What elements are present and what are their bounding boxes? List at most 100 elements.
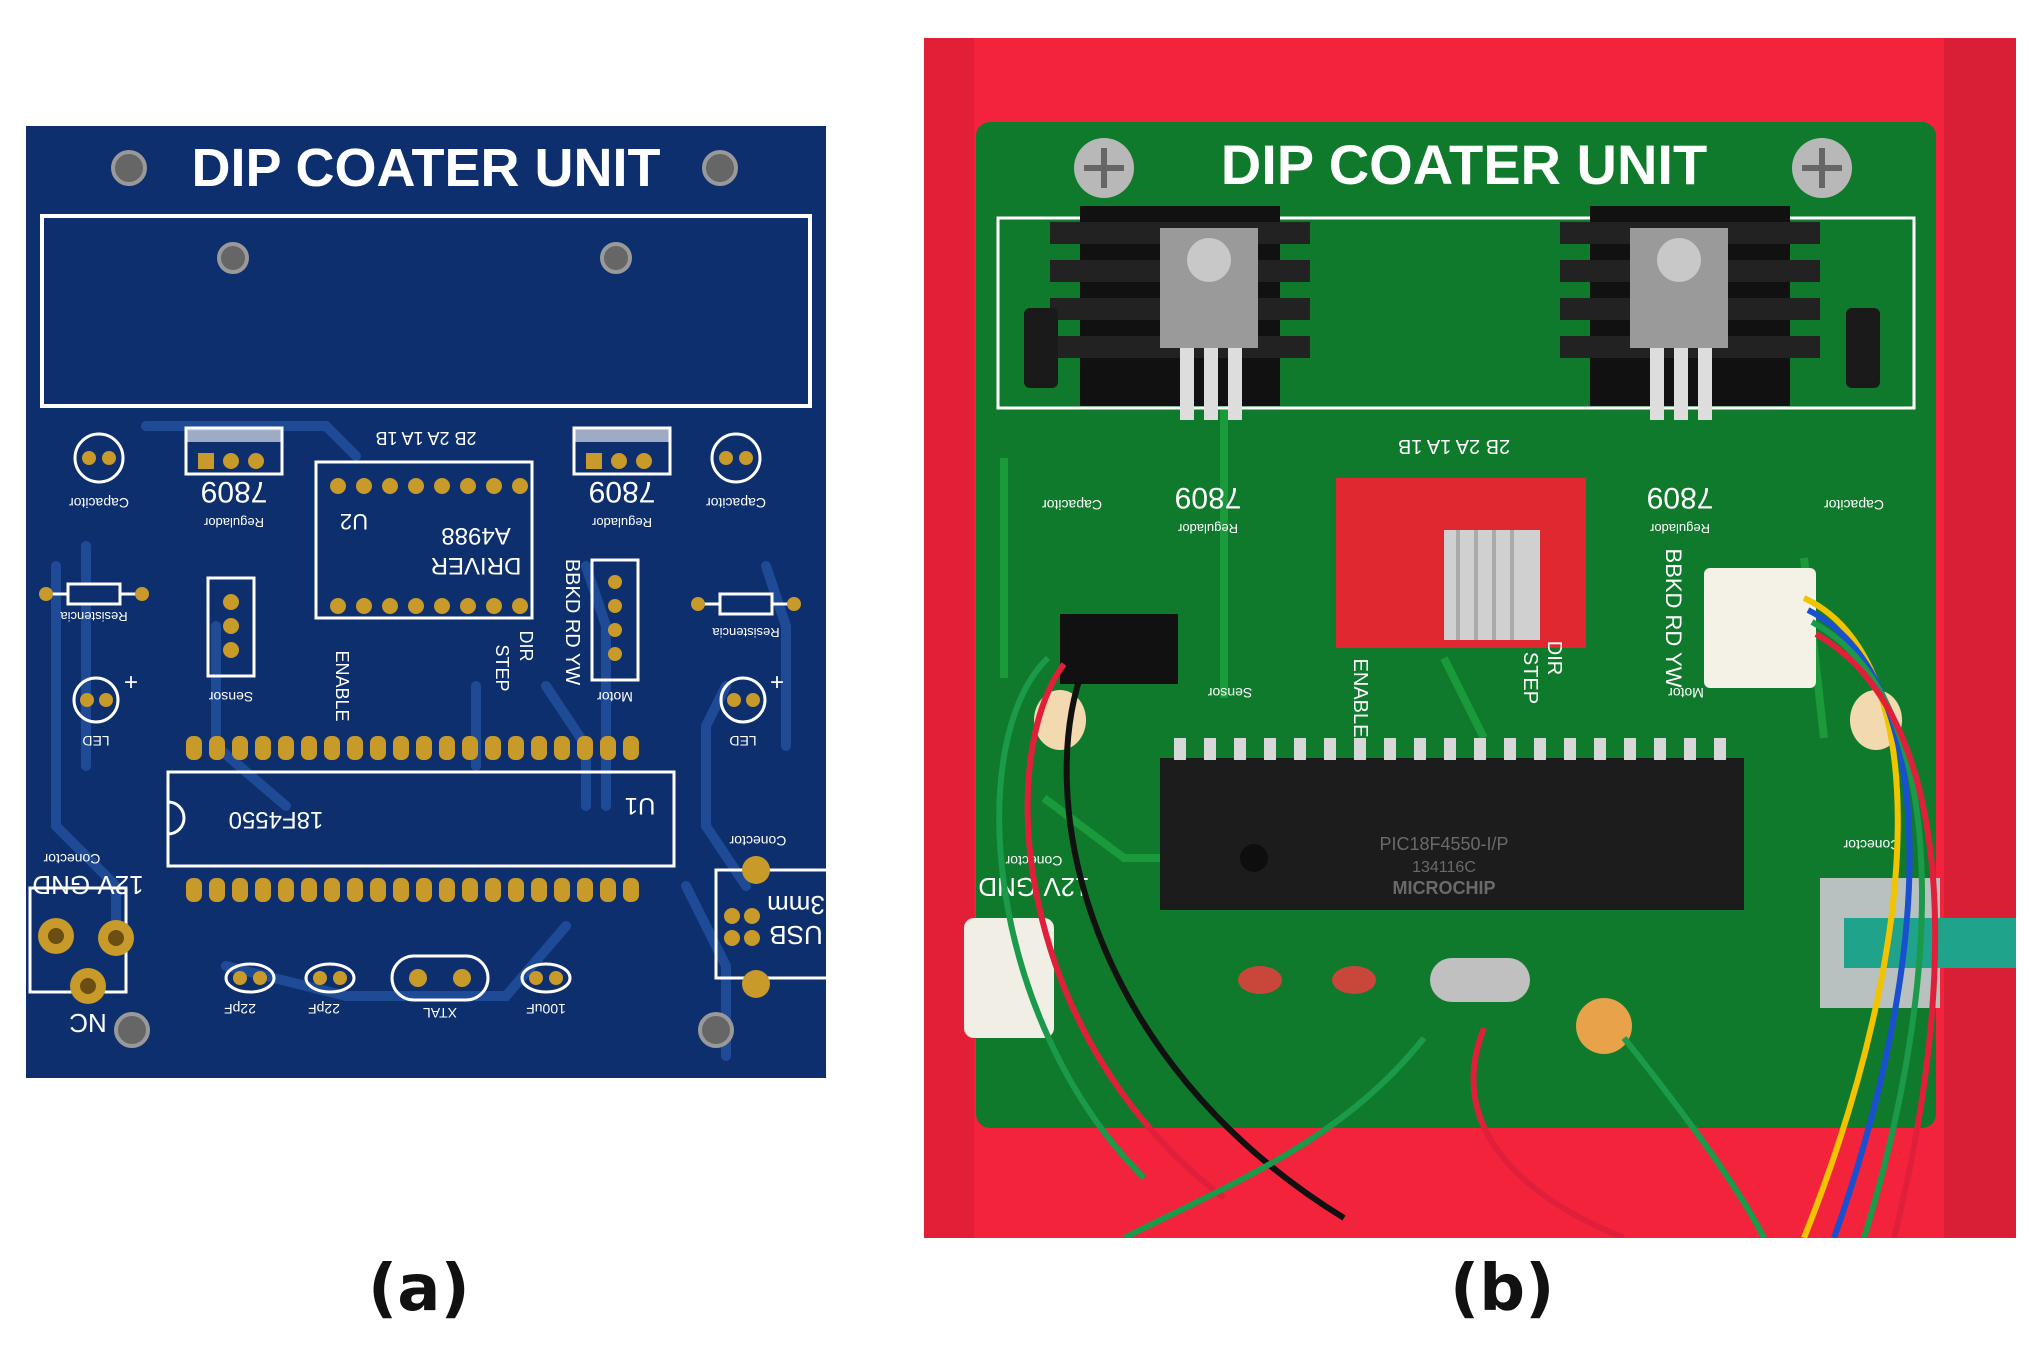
mcu-brand: MICROCHIP [1393, 878, 1496, 898]
sensor-header: Sensor [206, 576, 256, 705]
screw-top-right [1792, 138, 1852, 198]
cap-22pf-2: 22pF [304, 962, 356, 1017]
driver-top-pins: 2B 2A 1A 1B [375, 428, 476, 448]
svg-text:Conector: Conector [1843, 837, 1900, 853]
mcu-ref: U1 [625, 792, 656, 819]
svg-text:BBKD RD YW: BBKD RD YW [1661, 549, 1686, 688]
photo-sensor-header: Sensor [1060, 614, 1252, 701]
motor-label: Motor [597, 689, 633, 705]
power-connector: Conector 12V GND NC [28, 851, 144, 1038]
driver-model: A4988 [441, 522, 510, 549]
mounting-hole-br [698, 1012, 734, 1048]
photo-cap-22pf-1 [1238, 966, 1282, 994]
svg-text:Capacitor: Capacitor [1042, 497, 1102, 513]
led-right-label: LED [729, 733, 756, 749]
regulator-right: 7809 Regulador [572, 426, 672, 530]
resistor-right-label: Resistencia [712, 625, 780, 640]
driver-ref: U2 [340, 509, 368, 534]
screw-top-left [1074, 138, 1134, 198]
regulator-left-label: Regulador [203, 515, 264, 530]
nc-label: NC [69, 1008, 107, 1038]
motor-pins: BBKD RD YW [561, 559, 583, 685]
cap-22pf-1: 22pF [224, 962, 276, 1017]
heatsink-outline [40, 214, 812, 408]
svg-text:22pF: 22pF [224, 1001, 256, 1017]
photo-mcu: PIC18F4550-I/P 134116C MICROCHIP [1160, 738, 1744, 910]
wires [996, 595, 1939, 1238]
svg-text:Regulador: Regulador [1649, 521, 1710, 536]
mcu-part: 18F4550 [229, 806, 324, 833]
mcu-pads-top [186, 736, 639, 760]
driver-footprint: 2B 2A 1A 1B U2 A4988 DRIVER ENABLE STEP … [314, 428, 536, 722]
regulator-left-value: 7809 [201, 475, 268, 508]
capacitor-right-label: Capacitor [706, 495, 766, 511]
regulator-left: 7809 Regulador [184, 426, 284, 530]
capacitor-right: Capacitor [706, 432, 766, 511]
led-left: + LED [72, 669, 138, 749]
cap-100uf: 100uF [520, 962, 572, 1017]
svg-text:Sensor: Sensor [1207, 685, 1252, 701]
photo-led-left [1034, 690, 1086, 750]
usb-sub: 3mm [767, 890, 825, 920]
svg-text:Motor: Motor [1668, 685, 1704, 701]
pcb-render-panel: DIP COATER UNIT Capacitor 7809 Regulador… [26, 126, 826, 1078]
mounting-hole-tl [111, 150, 147, 186]
usb-label: USB [769, 920, 822, 950]
resistor-right: Resistencia [691, 592, 801, 640]
resistor-left-label: Resistencia [60, 609, 128, 624]
panel-b-caption: (b) [1450, 1252, 1555, 1326]
crystal: XTAL [390, 954, 490, 1021]
photo-cap-ceramic [1576, 998, 1632, 1054]
driver-module: 2B 2A 1A 1B ENABLE STEP DIR [1336, 435, 1586, 737]
led-left-label: LED [82, 733, 109, 749]
mcu-code: 134116C [1412, 859, 1476, 876]
svg-text:22pF: 22pF [308, 1001, 340, 1017]
usb-conector-label: Conector [729, 833, 786, 849]
svg-text:XTAL: XTAL [423, 1005, 457, 1021]
cap-photo-left [1024, 308, 1058, 388]
driver-name: DRIVER [431, 552, 522, 579]
heatsink-hole-right [600, 242, 632, 274]
board-title: DIP COATER UNIT [191, 138, 660, 198]
sensor-label: Sensor [208, 689, 253, 705]
heatsink-right [1560, 206, 1820, 420]
svg-text:Regulador: Regulador [1177, 521, 1238, 536]
photo-board-title: DIP COATER UNIT [1221, 133, 1707, 196]
mounting-hole-tr [702, 150, 738, 186]
photo-cap-22pf-2 [1332, 966, 1376, 994]
driver-step: STEP [492, 644, 512, 691]
resistor-left: Resistencia [39, 582, 149, 624]
svg-text:+: + [124, 669, 138, 696]
driver-dir: DIR [516, 631, 536, 662]
heatsink-hole-left [217, 242, 249, 274]
mcu-marking: PIC18F4550-I/P [1379, 834, 1508, 854]
photo-crystal [1430, 958, 1530, 1002]
photo-motor-connector: BBKD RD YW Motor [1661, 549, 1816, 701]
svg-text:ENABLE: ENABLE [1349, 659, 1371, 738]
regulator-right-value: 7809 [589, 475, 656, 508]
svg-text:2B 2A 1A 1B: 2B 2A 1A 1B [1398, 435, 1510, 457]
photo-heatsink-outline [996, 216, 1916, 410]
capacitor-left: Capacitor [69, 432, 129, 511]
regulator-right-label: Regulador [591, 515, 652, 530]
mcu-footprint: 18F4550 U1 [166, 770, 676, 868]
usb-connector: Conector USB 3mm [714, 833, 826, 998]
mcu-pads-bottom [186, 878, 639, 902]
driver-enable: ENABLE [332, 650, 352, 721]
capacitor-left-label: Capacitor [69, 495, 129, 511]
power-conector-label: Conector [43, 851, 100, 867]
svg-text:Capacitor: Capacitor [1824, 497, 1884, 513]
svg-text:+: + [770, 669, 784, 696]
panel-a-caption: (a) [368, 1252, 470, 1326]
motor-header: BBKD RD YW Motor [561, 558, 640, 705]
photo-power-jack [964, 918, 1054, 1038]
heatsink-left [1050, 206, 1310, 420]
cap-photo-right [1846, 308, 1880, 388]
svg-text:DIR: DIR [1543, 641, 1565, 675]
mounting-hole-bl [114, 1012, 150, 1048]
led-right: + LED [719, 669, 784, 749]
photo-rail [1844, 918, 2016, 968]
svg-text:7809: 7809 [1175, 481, 1242, 514]
svg-text:7809: 7809 [1647, 481, 1714, 514]
svg-text:STEP: STEP [1519, 652, 1541, 704]
